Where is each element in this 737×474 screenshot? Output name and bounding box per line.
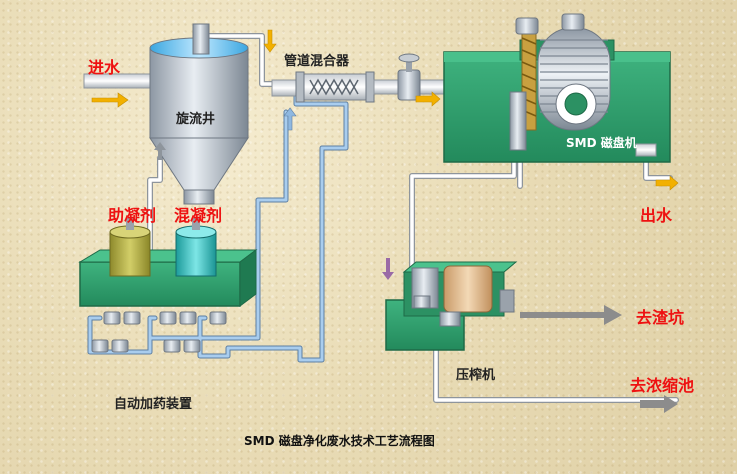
cyclone-well-label: 旋流井 [176,112,216,127]
coagulant-tank [175,218,217,277]
auto-dosing-device [78,218,258,353]
water-in-label: 进水 [88,58,121,77]
coagulant-aid-tank [109,218,151,277]
coagulant-label: 混凝剂 [174,206,223,225]
pipe-mixer-label: 管道混合器 [284,54,350,69]
press-machine-label: 压榨机 [456,368,496,383]
flow-arrows [91,29,679,413]
smd-machine-label: SMD 磁盘机 [566,136,637,150]
cyclone-well [149,23,249,205]
disc-stack [537,27,611,131]
diagram-caption: SMD 磁盘净化废水技术工艺流程图 [244,434,435,448]
pipe-mixer [271,53,445,103]
auto-dosing-label: 自动加药装置 [114,397,193,412]
smd-machine [443,13,671,163]
press-machine [385,261,518,351]
to-concentration-tank-label: 去浓缩池 [630,376,695,395]
coagulant-aid-label: 助凝剂 [108,206,157,225]
dosing-pumps [91,311,227,353]
to-slag-pit-label: 去渣坑 [636,308,685,327]
water-out-label: 出水 [640,206,673,225]
